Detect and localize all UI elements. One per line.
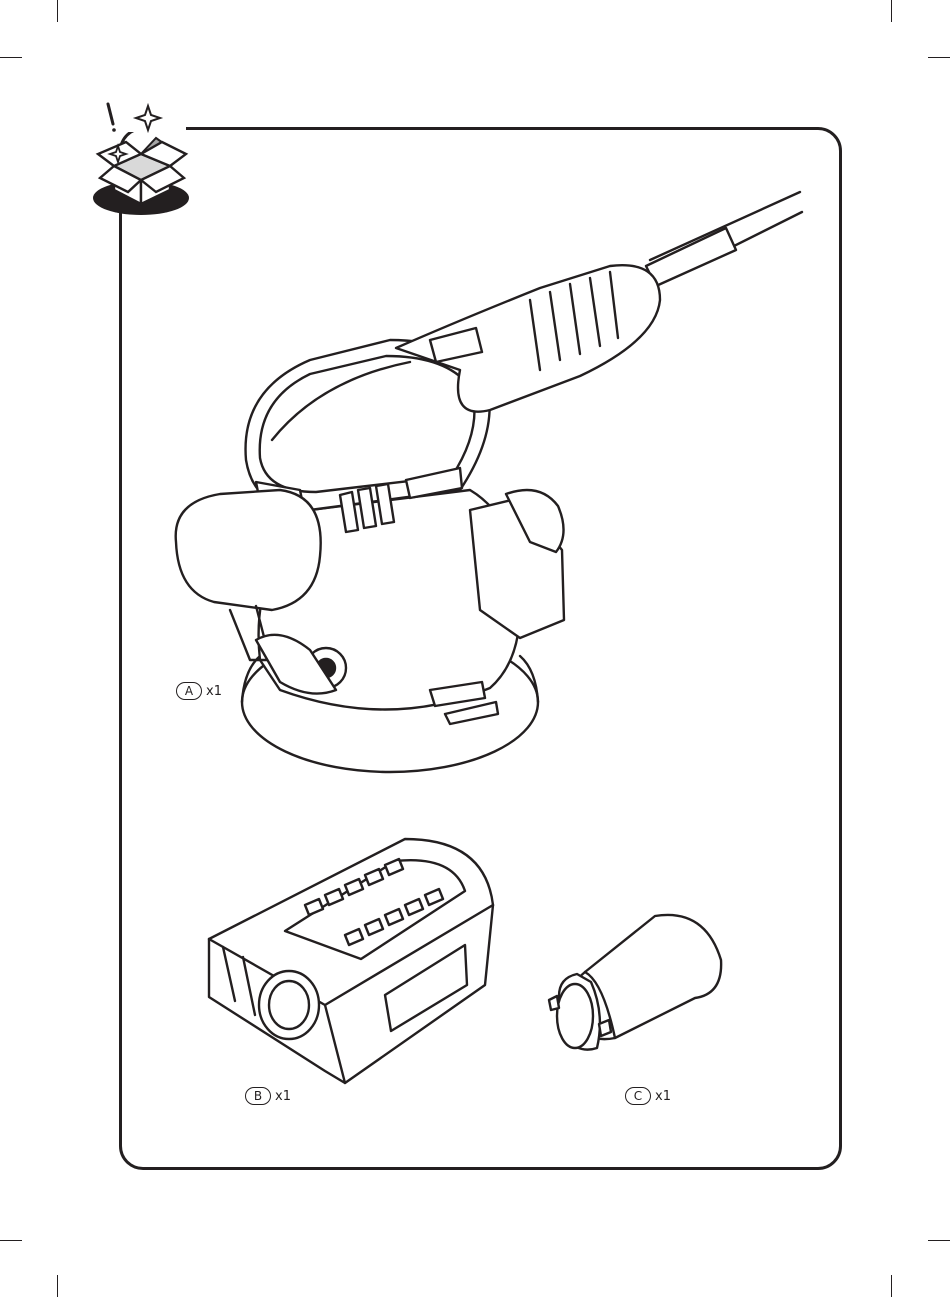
- crop-mark: [0, 57, 22, 58]
- part-letter: A: [176, 682, 202, 700]
- part-quantity: x1: [655, 1089, 671, 1104]
- crop-mark: [891, 1275, 892, 1297]
- part-quantity: x1: [275, 1089, 291, 1104]
- crop-mark: [928, 57, 950, 58]
- dust-adapter-illustration: [545, 908, 725, 1058]
- part-quantity: x1: [206, 684, 222, 699]
- part-b-label: B x1: [245, 1087, 291, 1105]
- crop-mark: [57, 0, 58, 22]
- crop-mark: [928, 1240, 950, 1241]
- crop-mark: [57, 1275, 58, 1297]
- crop-mark: [891, 0, 892, 22]
- part-c-label: C x1: [625, 1087, 671, 1105]
- dust-canister-illustration: [195, 835, 500, 1090]
- sander-illustration: [160, 190, 810, 780]
- crop-mark: [0, 1240, 22, 1241]
- part-letter: B: [245, 1087, 271, 1105]
- part-a-label: A x1: [176, 682, 222, 700]
- part-letter: C: [625, 1087, 651, 1105]
